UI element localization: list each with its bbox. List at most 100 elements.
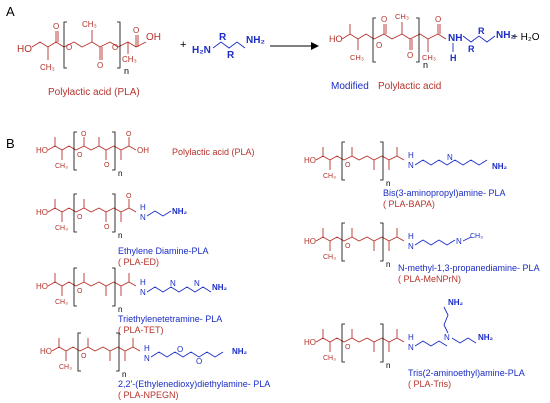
repeat-n: n [118,169,122,178]
nh2-label: NH₂ [448,298,464,307]
nh2-label: NH₂ [492,162,508,171]
repeat-n: n [118,305,122,314]
n-label: N [408,161,414,170]
oxygen-label: O [407,51,413,60]
product-label-prefix: Modified [331,81,369,92]
n-label: N [408,242,414,251]
nh2-label: NH₂ [478,333,494,342]
oxygen-label: O [381,15,387,24]
compound-pla: HO CH₃ O O O O OH n [36,131,149,178]
h-label: H [408,151,414,160]
oxygen-label: O [345,243,351,250]
ch3-label: CH₃ [55,163,68,170]
amine-r2: R [478,26,485,36]
compound-pla-tet: HO CH₃ O n H N N N NH₂ [36,267,228,314]
ch3-label: CH₃ [82,20,97,29]
reactant-label: Polylactic acid (PLA) [48,87,140,98]
nh2-label: NH₂ [232,347,248,356]
panel-label-a: A [6,4,15,19]
oxygen-label: O [66,43,72,52]
compound-pla-menprn: HO CH₃ O n H N N CH₃ [304,222,483,269]
pla-reactant-structure: HO CH₃ O O CH₃ O O CH₃ O OH n [17,20,161,76]
ch3-label: CH₃ [395,12,409,21]
oxygen-label: O [77,152,83,159]
oxygen-label: O [81,131,87,138]
ch3-label: CH₃ [122,55,137,64]
product-label-suffix: Polylactic acid [378,81,441,92]
compound-pla-bapa: HO CH₃ O n H N N NH₂ [304,141,508,188]
compound-pla-ed: HO CH₃ O O O n H N NH₂ [36,193,188,240]
oxygen-label: O [126,131,132,138]
repeat-n: n [386,361,390,370]
oh-label: OH [146,32,161,43]
amine-right: NH₂ [246,35,265,46]
compound-name-tris: Tris(2-aminoethyl)amine-PLA [408,368,525,378]
oxygen-label: O [97,61,103,70]
repeat-n: n [124,66,129,76]
nh2-label: NH₂ [496,30,515,41]
oxygen-label: O [196,357,202,366]
compound-name-bapa: Bis(3-aminopropyl)amine- PLA [383,188,506,198]
compound-abbr-tris: ( PLA-Tris) [408,379,451,389]
oxygen-label: O [345,162,351,169]
ch3-label: CH₃ [422,53,436,62]
n-label: N [447,153,453,162]
ho-label: HO [36,146,48,155]
diamine-reagent: H₂N R R NH₂ [192,32,265,61]
n-label: N [194,279,200,288]
product-label: Modified Polylactic acid [331,81,441,92]
n-label: N [408,343,414,352]
h-label: H [144,344,150,353]
ch3-label: CH₃ [59,364,72,371]
ch3-label: CH₃ [55,225,68,232]
h-label: H [408,333,414,342]
oxygen-label: O [133,26,139,35]
oxygen-label: O [112,43,118,52]
ho-label: HO [36,208,48,217]
plus-sign: + [180,39,186,51]
oxygen-label: O [77,288,83,295]
ch3-label: CH₃ [40,63,55,72]
compound-pla-npegn: HO CH₃ O n H N O O NH₂ [40,332,248,379]
h-label: H [408,232,414,241]
ho-label: HO [40,347,52,356]
ch3-label: CH₃ [323,355,336,362]
amine-r2: R [227,50,235,61]
amine-r1: R [219,32,227,43]
repeat-n: n [122,370,126,379]
n-label: N [444,333,450,342]
n-label: N [140,213,146,222]
compound-abbr-npegn: ( PLA-NPEGN) [118,390,179,400]
ch3-label: CH₃ [323,254,336,261]
compound-name-npegn: 2,2'-(Ethylenedioxy)diethylamine- PLA [118,379,270,389]
compound-abbr-tet: ( PLA-TET) [118,325,164,335]
n-label: N [140,288,146,297]
repeat-n: n [118,231,122,240]
compound-name-pla: Polylactic acid (PLA) [172,147,255,157]
water-product: + H₂O [512,32,540,43]
compound-pla-tris: HO CH₃ O n H N N NH₂ NH₂ [304,298,494,370]
n-label: N [170,279,176,288]
oxygen-label: O [77,214,83,221]
oxygen-label: O [53,22,59,31]
amine-r1: R [468,44,475,54]
repeat-n: n [386,179,390,188]
ch3-label: CH₃ [470,233,483,240]
h-label: H [140,278,146,287]
h-label: H [140,203,146,212]
ho-label: HO [17,44,32,55]
oxygen-label: O [126,193,132,200]
oxygen-label: O [376,41,382,50]
amine-left: H₂N [192,45,211,56]
ch3-label: CH₃ [350,53,364,62]
ch3-label: CH₃ [323,173,336,180]
oxygen-label: O [104,224,110,231]
nh2-label: NH₂ [212,283,228,292]
oh-label: OH [137,146,149,155]
oh-label: HO [329,34,343,44]
pla-product-structure: HO CH₃ O O CH₃ O CH₃ O n NH H R R NH₂ [329,12,515,70]
oxygen-label: O [104,162,110,169]
ho-label: HO [304,237,316,246]
compound-abbr-menprn: ( PLA-MeNPrN) [398,274,461,284]
